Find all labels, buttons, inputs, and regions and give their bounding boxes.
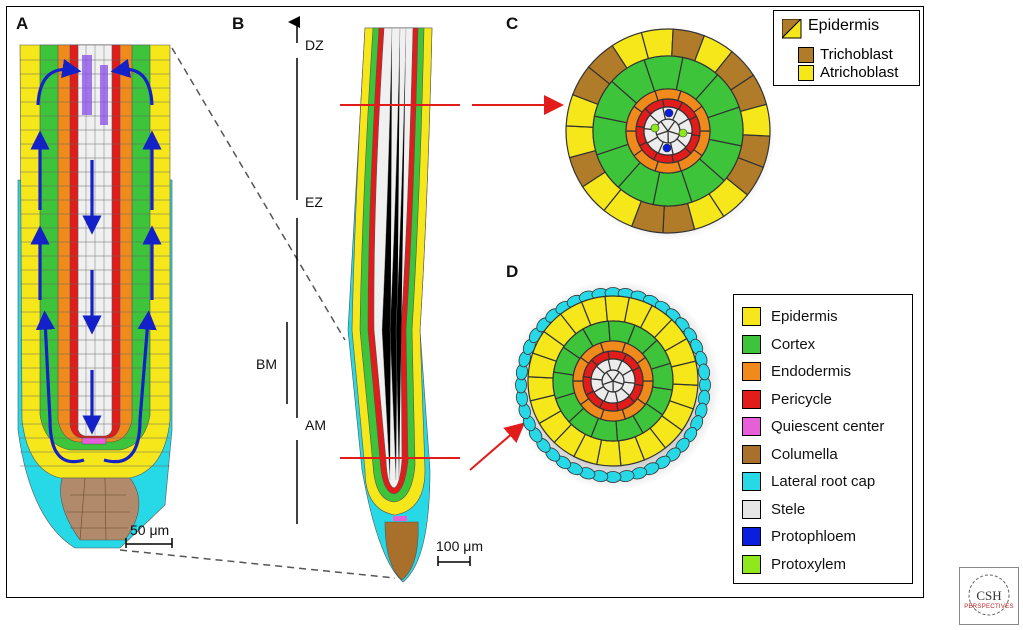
legend-atrichoblast-label: Atrichoblast: [820, 64, 899, 81]
legend-label: Protoxylem: [771, 555, 847, 573]
panel-label-d: D: [506, 262, 519, 281]
epidermis-split-swatch: [782, 19, 802, 39]
panel-label-c: C: [506, 14, 519, 33]
legend-swatch: [742, 554, 761, 574]
legend-item: Lateral root cap: [742, 468, 912, 496]
logo-text: CSH: [976, 588, 1002, 603]
panel-b-root: DZ EZ BM AM 100 μm: [256, 16, 564, 583]
legend-swatch: [742, 499, 761, 519]
scale-label-a: 50 μm: [130, 522, 169, 538]
legend-item: Stele: [742, 496, 912, 524]
legend-swatch: [742, 417, 761, 437]
legend-swatch: [742, 307, 761, 327]
legend-item: Quiescent center: [742, 413, 912, 441]
legend-item: Cortex: [742, 331, 912, 359]
legend-epidermis: Epidermis Trichoblast Atrichoblast: [773, 10, 920, 86]
lateral-root-cap-cell: [698, 363, 711, 381]
legend-label: Endodermis: [771, 363, 852, 381]
legend-label: Stele: [771, 500, 806, 518]
legend-swatch: [742, 472, 761, 492]
csh-perspectives-logo: CSH PERSPECTIVES: [959, 567, 1019, 625]
swatch-trichoblast: [798, 47, 814, 63]
legend-swatch: [742, 362, 761, 382]
arrow-to-d: [469, 422, 526, 471]
legend-label: Protophloem: [771, 528, 857, 546]
swatch-atrichoblast: [798, 65, 814, 81]
zone-dz: DZ: [305, 37, 324, 53]
legend-label: Cortex: [771, 335, 816, 353]
legend-label: Columella: [771, 445, 838, 463]
panel-label-b: B: [232, 14, 245, 33]
legend-swatch: [742, 444, 761, 464]
legend-item: Epidermis: [742, 303, 912, 331]
zoom-connector-lines: [119, 47, 396, 579]
logo-subtext: PERSPECTIVES: [964, 604, 1014, 610]
legend-item: Pericycle: [742, 386, 912, 414]
panel-d-cross-section: [510, 280, 720, 490]
legend-label: Quiescent center: [771, 418, 885, 436]
legend-item: Protophloem: [742, 523, 912, 551]
legend-trichoblast-label: Trichoblast: [820, 46, 893, 63]
panel-c-cross-section: [565, 28, 775, 240]
legend-epidermis-title: Epidermis: [808, 17, 880, 34]
scale-label-b: 100 μm: [436, 538, 483, 554]
legend-item: Protoxylem: [742, 551, 912, 579]
legend-label: Epidermis: [771, 308, 838, 326]
legend-label: Pericycle: [771, 390, 832, 408]
legend-swatch: [742, 334, 761, 354]
legend-swatch: [742, 389, 761, 409]
panel-a-root-tip: 50 μm: [17, 44, 173, 549]
zone-bm: BM: [256, 356, 277, 372]
panel-label-a: A: [16, 14, 29, 33]
legend-swatch: [742, 527, 761, 547]
zone-ez: EZ: [305, 194, 323, 210]
cell: [621, 369, 636, 384]
legend-item: Endodermis: [742, 358, 912, 386]
legend-label: Lateral root cap: [771, 473, 876, 491]
zone-am: AM: [305, 417, 326, 433]
legend-item: Columella: [742, 441, 912, 469]
